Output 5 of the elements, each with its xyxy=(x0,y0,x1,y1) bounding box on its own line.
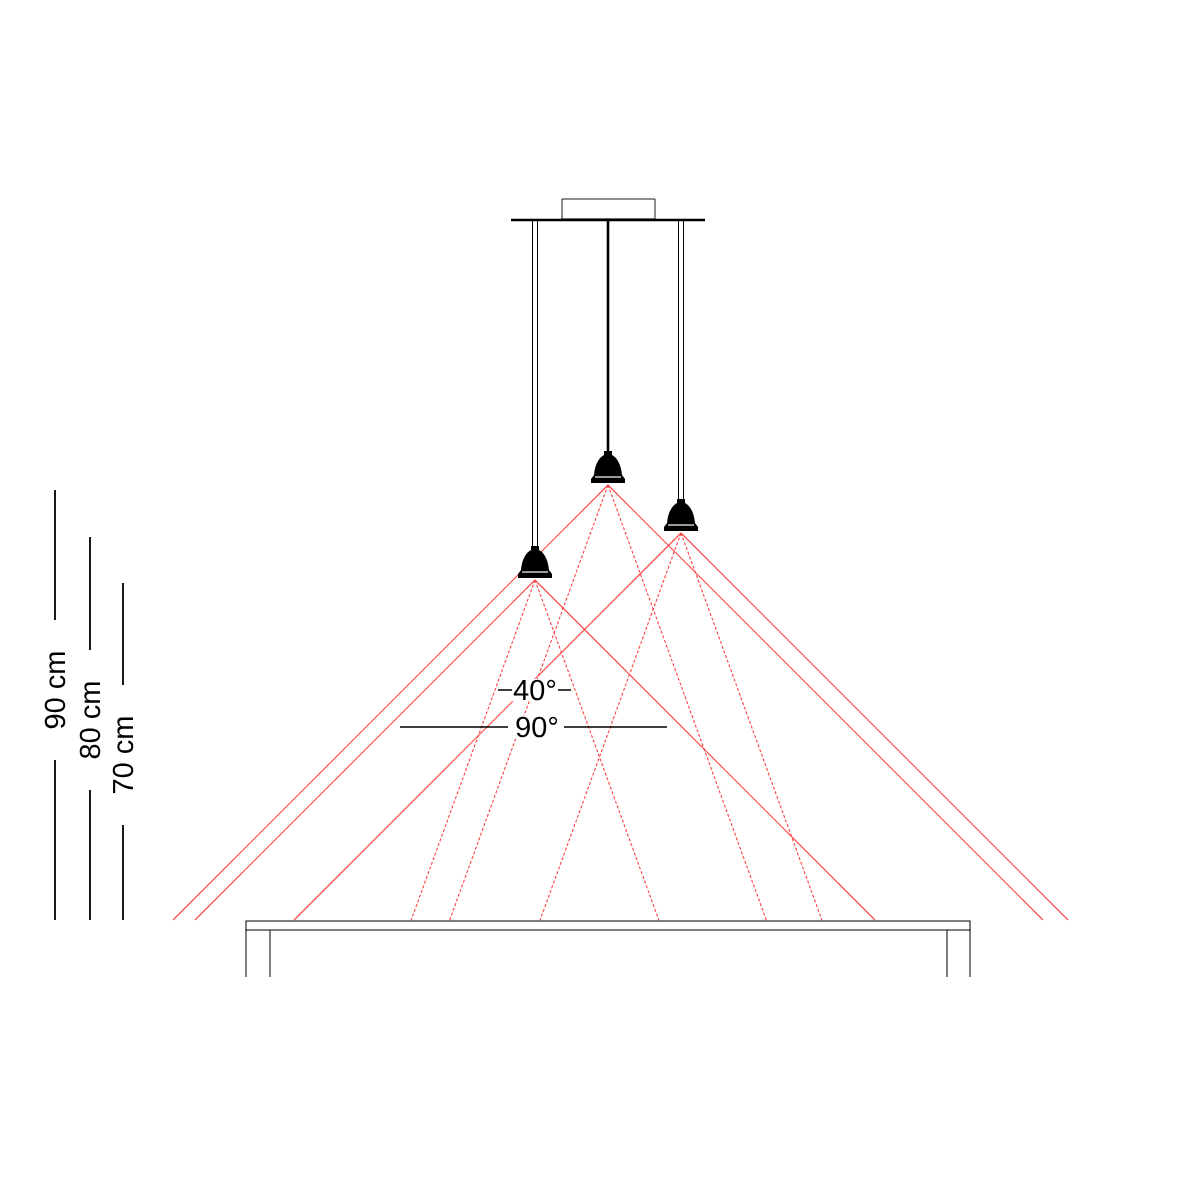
dimension-label: 90 cm xyxy=(44,652,66,729)
dimension-label: 70 cm xyxy=(112,717,134,793)
angle-label: 40° xyxy=(512,678,558,702)
angle-label: 90° xyxy=(514,715,560,739)
dimension-label: 80 cm xyxy=(79,682,101,759)
